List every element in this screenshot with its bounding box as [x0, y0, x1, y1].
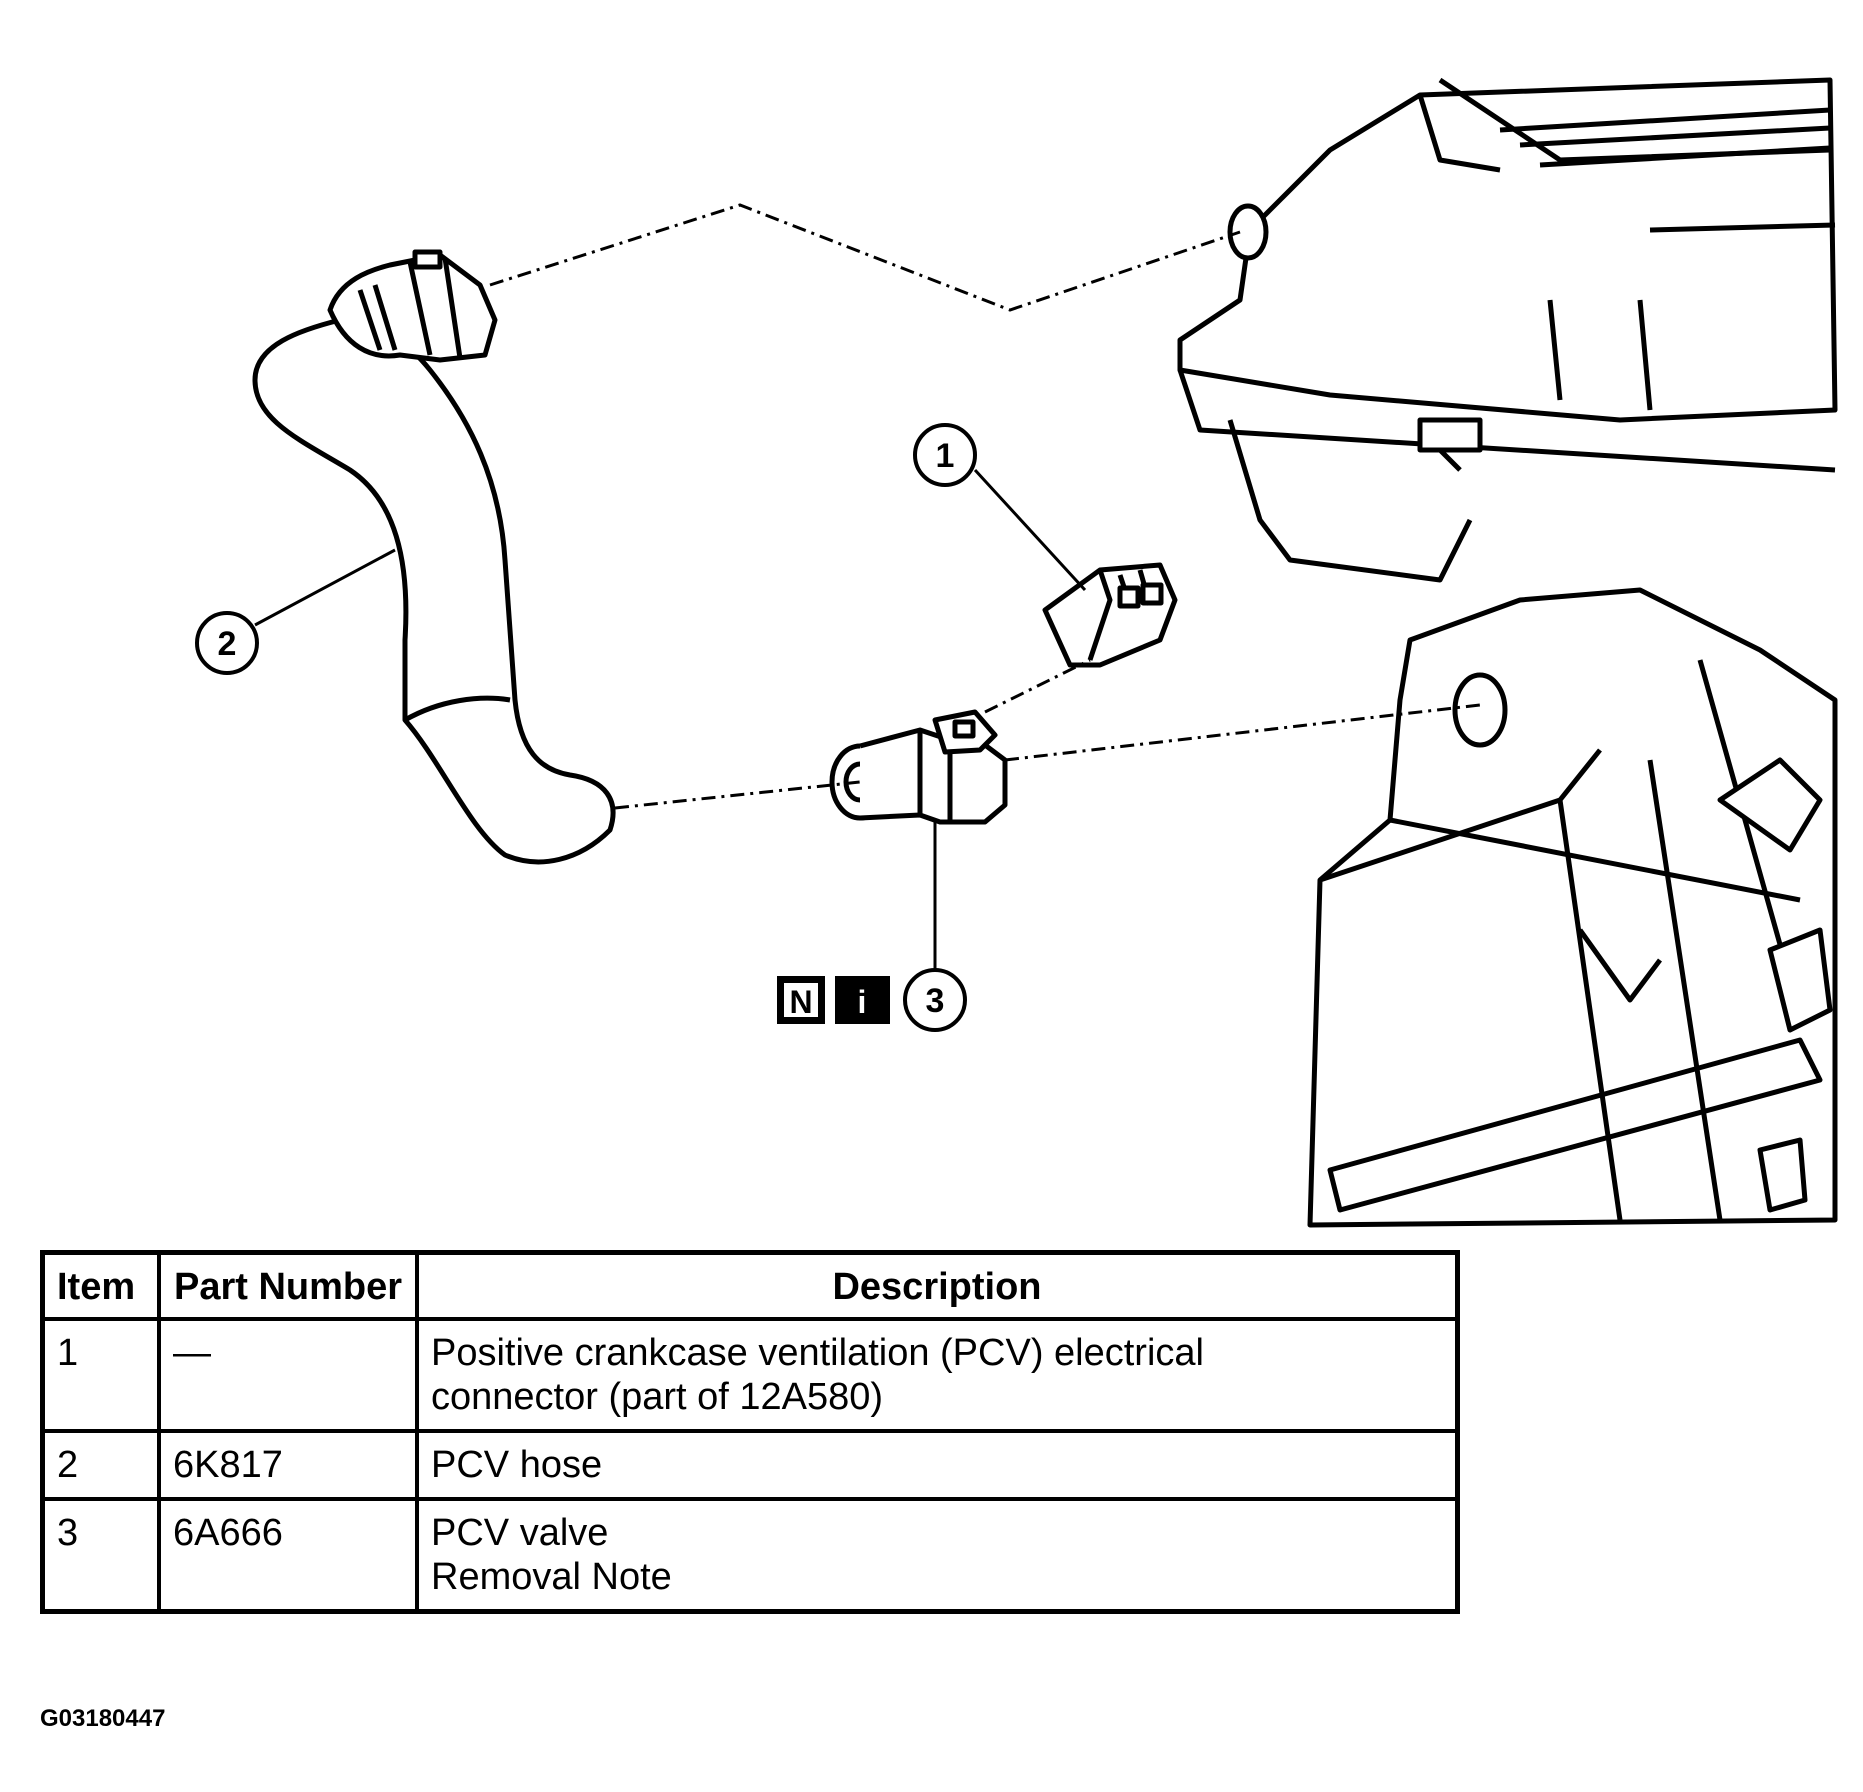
alignment-lines [489, 203, 1481, 810]
row3-part: 6A666 [157, 1497, 419, 1614]
row2-desc-line1: PCV hose [431, 1444, 603, 1486]
info-badge-i-label: i [858, 984, 867, 1020]
pcv-electrical-connector [1042, 562, 1178, 668]
row3-description: PCV valve Removal Note [415, 1497, 1460, 1614]
leader-lines [254, 468, 1087, 970]
header-part-number: Part Number [157, 1250, 419, 1321]
engine-intake-manifold [1177, 77, 1838, 1228]
pcv-valve [829, 709, 1008, 825]
callout-1-label: 1 [936, 437, 955, 475]
row3-desc-line1: PCV valve [431, 1512, 609, 1554]
figure-code: G03180447 [40, 1705, 166, 1732]
callout-2: 2 [195, 611, 259, 675]
callout-1: 1 [913, 423, 977, 487]
row2-part: 6K817 [157, 1429, 419, 1501]
callout-3-label: 3 [926, 982, 945, 1020]
header-description: Description [415, 1250, 1460, 1321]
row2-item: 2 [40, 1429, 161, 1501]
table-row: 3 6A666 PCV valve Removal Note [40, 1497, 1460, 1614]
header-item: Item [40, 1250, 161, 1321]
info-badge-i: i [835, 976, 890, 1024]
row3-item: 3 [40, 1497, 161, 1614]
table-row: 2 6K817 PCV hose [40, 1429, 1460, 1501]
row2-description: PCV hose [415, 1429, 1460, 1501]
row1-item: 1 [40, 1317, 161, 1433]
pcv-exploded-diagram: 1 2 3 N i [195, 77, 1838, 1228]
table-row: 1 — Positive crankcase ventilation (PCV)… [40, 1317, 1460, 1433]
row1-part: — [157, 1317, 419, 1433]
header-part-line2: Number [258, 1266, 403, 1308]
note-badge-n: N [777, 976, 825, 1024]
note-badge-n-label: N [789, 984, 812, 1020]
header-part-line1: Part [173, 1266, 248, 1308]
pcv-hose [252, 249, 616, 865]
table-header-row: Item Part Number Description [40, 1250, 1460, 1321]
callout-3: 3 [903, 968, 967, 1032]
parts-legend-table: Item Part Number Description 1 — Positiv… [40, 1250, 1460, 1614]
row1-description: Positive crankcase ventilation (PCV) ele… [415, 1317, 1460, 1433]
row1-desc-line2: connector (part of 12A580) [431, 1376, 884, 1418]
row1-desc-line1: Positive crankcase ventilation (PCV) ele… [431, 1332, 1204, 1374]
callout-2-label: 2 [218, 625, 237, 663]
row3-desc-line2: Removal Note [431, 1556, 672, 1598]
